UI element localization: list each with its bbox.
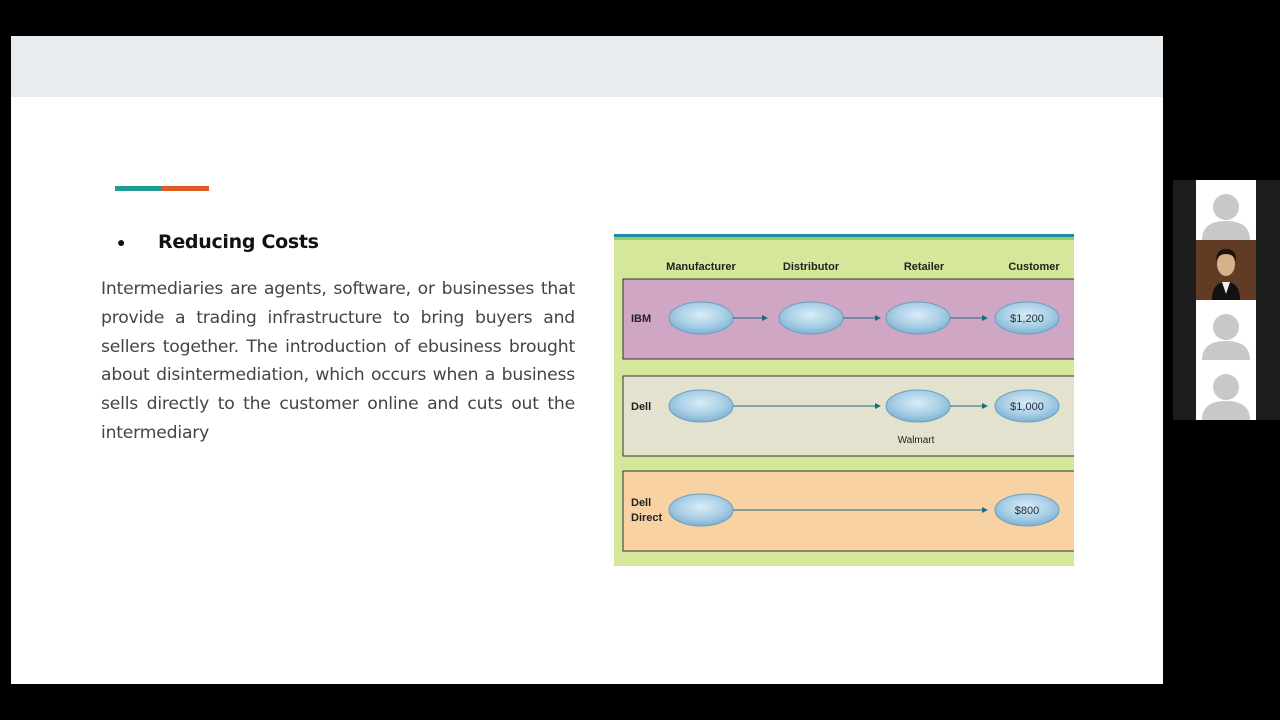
row-label: IBM — [631, 313, 651, 325]
column-header: Retailer — [904, 261, 945, 273]
participant-strip — [1173, 180, 1280, 420]
column-header: Manufacturer — [666, 261, 736, 273]
disintermediation-figure: Manufacturer Distributor Retailer Custom… — [614, 234, 1074, 566]
row-label: Dell — [631, 401, 651, 413]
presentation-slide: ● Reducing Costs Intermediaries are agen… — [11, 36, 1163, 684]
user-avatar-icon — [1202, 314, 1250, 360]
row-ibm: IBM $1,200 — [622, 278, 1074, 360]
row-label: Direct — [631, 512, 663, 524]
user-avatar-icon — [1202, 194, 1250, 240]
participant-tile[interactable] — [1196, 300, 1256, 360]
row-dell-direct: Dell Direct $800 — [622, 470, 1074, 552]
participant-tile[interactable] — [1196, 360, 1256, 420]
column-header: Customer — [1008, 261, 1060, 273]
bullet-icon: ● — [117, 234, 126, 250]
price-label: $1,200 — [1010, 313, 1044, 325]
user-avatar-icon — [1202, 374, 1250, 420]
retailer-sublabel: Walmart — [898, 435, 935, 446]
slide-top-band — [11, 36, 1163, 97]
slide-heading: Reducing Costs — [158, 231, 319, 253]
price-label: $1,000 — [1010, 401, 1044, 413]
participant-tile[interactable] — [1196, 180, 1256, 240]
accent-bar — [115, 186, 209, 191]
bullet-heading: ● Reducing Costs — [117, 230, 319, 254]
row-dell: Dell $1,000 Walmart — [622, 375, 1074, 457]
column-header: Distributor — [783, 261, 840, 273]
slide-body-text: Intermediaries are agents, software, or … — [101, 279, 575, 443]
row-label: Dell — [631, 497, 651, 509]
webcam-video — [1196, 240, 1256, 300]
participant-video[interactable] — [1196, 240, 1256, 300]
price-label: $800 — [1015, 505, 1039, 517]
